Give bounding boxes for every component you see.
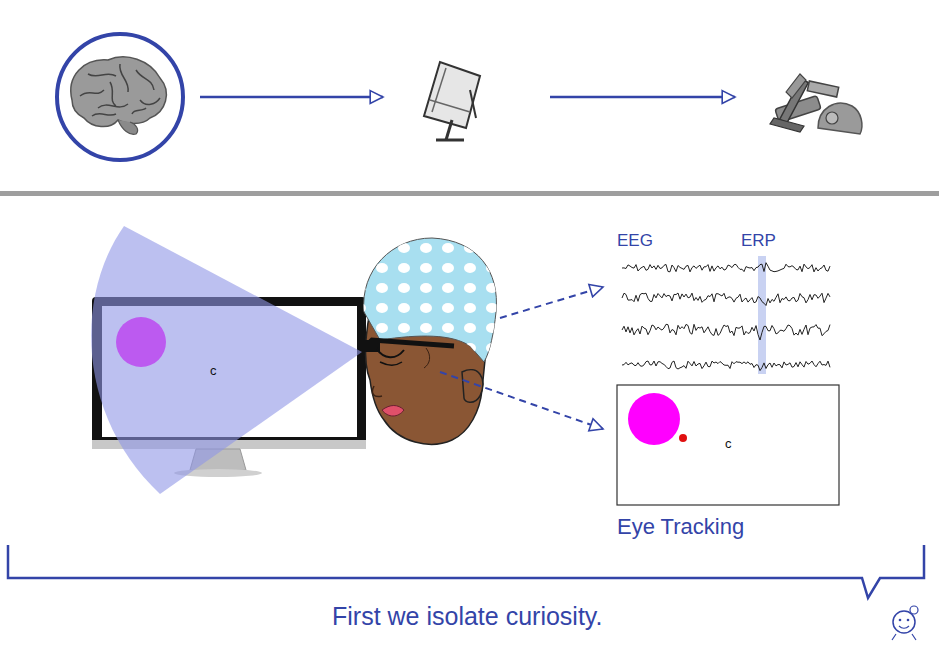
brain-icon [57, 34, 183, 160]
brain-icon [57, 34, 183, 160]
tools-icon [818, 103, 862, 134]
panel-heading: Eye Tracking [617, 516, 744, 538]
eeg-trace [622, 361, 830, 371]
face-icon [910, 606, 918, 614]
participant-head [372, 386, 382, 397]
signal-label: EEG [617, 232, 653, 249]
screen-letter: c [210, 364, 217, 377]
drafting-table-icon [424, 62, 480, 128]
tools-icon [770, 118, 804, 132]
tools-icon [786, 74, 806, 98]
brain-icon [71, 57, 166, 127]
participant-head [364, 238, 497, 362]
erp-highlight [758, 256, 766, 374]
leader-arrow [500, 287, 603, 318]
face-icon [907, 619, 910, 622]
face-icon [899, 626, 909, 628]
tools-icon [807, 81, 838, 97]
divider-line [0, 191, 939, 196]
flow-arrow [550, 96, 735, 99]
participant-head [364, 238, 497, 362]
face-icon [892, 634, 916, 640]
brain-icon [118, 120, 138, 134]
drafting-table-icon [436, 139, 464, 142]
drafting-table-icon [432, 68, 446, 112]
eeg-traces [622, 263, 830, 371]
stimulus-dot [628, 393, 680, 445]
face-icon [899, 619, 902, 622]
tools-icon [826, 112, 838, 124]
participant-head [376, 348, 404, 357]
leader-arrow [440, 372, 603, 429]
face-icon [893, 611, 915, 633]
face-icon [892, 606, 918, 640]
monitor-screen: c [102, 306, 357, 437]
eye-tracking-box: cEye Tracking [617, 385, 839, 505]
drafting-table-icon [470, 90, 476, 118]
gaze-point [679, 434, 687, 442]
participant-head [380, 362, 402, 365]
brain-icon [80, 64, 160, 116]
drafting-table-icon [446, 120, 452, 140]
eeg-trace [622, 324, 830, 340]
participant-head [424, 348, 430, 368]
tracking-frame [617, 385, 839, 505]
signal-label: ERP [741, 232, 776, 249]
screen-letter: c [725, 437, 732, 450]
tools-icon [770, 74, 862, 134]
speech-bracket [8, 545, 924, 598]
eeg-trace [622, 293, 830, 306]
eeg-trace [622, 263, 830, 272]
participant-head [364, 238, 497, 444]
drafting-table-icon [424, 62, 480, 140]
flow-arrow [200, 96, 383, 99]
gaze-cone [91, 226, 362, 494]
participant-head [382, 406, 404, 417]
caption: First we isolate curiosity. [332, 604, 602, 629]
